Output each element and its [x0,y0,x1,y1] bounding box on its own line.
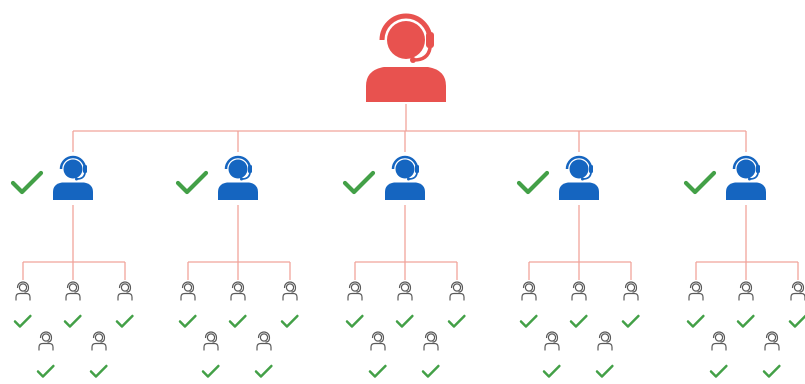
team-lead-check-icon-2 [175,170,209,195]
team-lead-check-icon-5 [683,170,717,195]
agent-check-icon-1-3 [115,314,134,328]
agent-headset-icon-1-4 [38,331,54,351]
agent-check-icon-5-3 [788,314,805,328]
agent-headset-icon-4-3 [623,281,639,301]
agent-check-icon-4-2 [569,314,588,328]
team-lead-headset-icon-3 [385,155,425,200]
agent-check-icon-3-5 [421,364,440,378]
agent-check-icon-2-2 [228,314,247,328]
agent-check-icon-2-5 [254,364,273,378]
agent-check-icon-1-5 [89,364,108,378]
agents-rows [13,281,805,378]
agent-headset-icon-5-5 [764,331,780,351]
agent-headset-icon-4-4 [544,331,560,351]
agent-check-icon-3-2 [395,314,414,328]
agent-headset-icon-3-4 [370,331,386,351]
agent-check-icon-4-3 [621,314,640,328]
agent-headset-icon-2-2 [230,281,246,301]
agent-check-icon-1-4 [36,364,55,378]
agent-headset-icon-1-2 [65,281,81,301]
connector-lines [22,104,799,280]
agent-check-icon-1-2 [63,314,82,328]
team-lead-headset-icon-2 [218,155,258,200]
agent-headset-icon-4-1 [521,281,537,301]
agent-check-icon-3-1 [345,314,364,328]
agent-check-icon-3-4 [368,364,387,378]
agent-headset-icon-2-4 [203,331,219,351]
agent-headset-icon-5-3 [790,281,805,301]
agent-check-icon-4-1 [519,314,538,328]
team-lead-check-icon-4 [516,170,550,195]
agent-check-icon-2-3 [280,314,299,328]
agent-check-icon-5-5 [762,364,781,378]
agent-headset-icon-4-2 [571,281,587,301]
agent-check-icon-5-2 [736,314,755,328]
agent-check-icon-5-1 [686,314,705,328]
agent-check-icon-2-1 [178,314,197,328]
agent-headset-icon-3-2 [397,281,413,301]
agent-headset-icon-4-5 [597,331,613,351]
team-leads-row [10,155,766,200]
agent-headset-icon-2-1 [180,281,196,301]
team-lead-headset-icon-4 [559,155,599,200]
agent-check-icon-1-1 [13,314,32,328]
agent-headset-icon-5-2 [738,281,754,301]
agent-headset-icon-1-3 [117,281,133,301]
agent-headset-icon-5-1 [688,281,704,301]
agent-check-icon-4-4 [542,364,561,378]
agent-headset-icon-1-5 [91,331,107,351]
team-lead-check-icon-3 [342,170,376,195]
agent-headset-icon-3-3 [449,281,465,301]
agent-check-icon-4-5 [595,364,614,378]
supervisor-headset-icon [366,13,446,102]
agent-headset-icon-3-1 [347,281,363,301]
agent-check-icon-5-4 [709,364,728,378]
team-lead-check-icon-1 [10,170,44,195]
agent-headset-icon-1-1 [15,281,31,301]
agent-headset-icon-2-3 [282,281,298,301]
agent-headset-icon-2-5 [256,331,272,351]
agent-headset-icon-5-4 [711,331,727,351]
agent-headset-icon-3-5 [423,331,439,351]
team-lead-headset-icon-1 [53,155,93,200]
supervisor-node [366,13,446,102]
team-lead-headset-icon-5 [726,155,766,200]
agent-check-icon-3-3 [447,314,466,328]
agent-check-icon-2-4 [201,364,220,378]
